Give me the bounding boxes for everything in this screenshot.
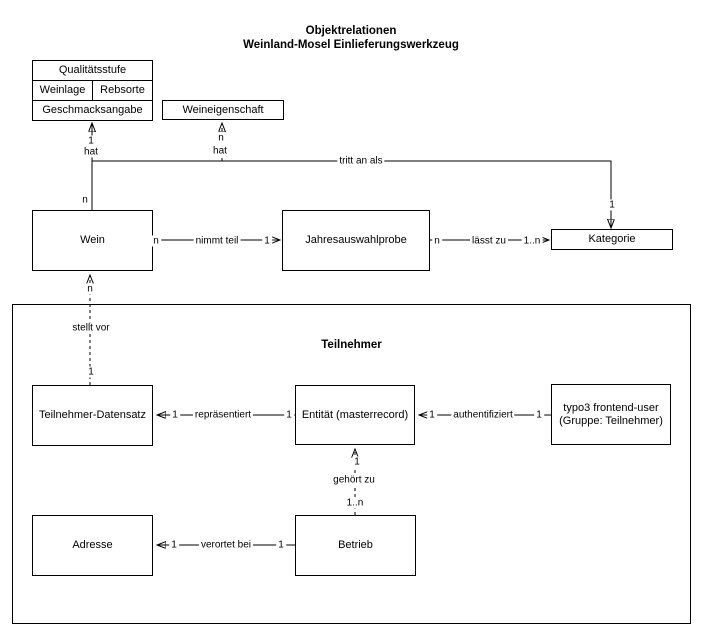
entity-typo3-frontend-user: typo3 frontend-user (Gruppe: Teilnehmer) — [551, 384, 671, 445]
diagram-title: Objektrelationen Weinland-Mosel Einliefe… — [0, 24, 702, 52]
edge-label-verortet-bei: verortet bei — [198, 539, 254, 551]
mult-repraesentiert-entitaet: 1 — [284, 409, 294, 421]
edge-label-hat-eigenschaft: hat — [211, 145, 229, 157]
entity-qualitaetsstufe-stack: Qualitätsstufe Weinlage Rebsorte Geschma… — [32, 60, 153, 121]
entity-jahresauswahlprobe: Jahresauswahlprobe — [282, 210, 430, 271]
entity-weinlage: Weinlage — [33, 81, 93, 100]
mult-stellt-vor-datensatz: 1 — [86, 366, 96, 378]
mult-laesst-zu-kategorie: 1..n — [521, 235, 543, 247]
container-teilnehmer-label: Teilnehmer — [321, 339, 382, 351]
entity-entitaet-masterrecord-label: Entität (masterrecord) — [301, 408, 409, 421]
edge-label-nimmt-teil: nimmt teil — [193, 235, 241, 247]
entity-weineigenschaft: Weineigenschaft — [162, 100, 284, 120]
diagram-title-line2: Weinland-Mosel Einlieferungswerkzeug — [243, 39, 459, 51]
entity-kategorie: Kategorie — [551, 229, 673, 250]
mult-nimmt-teil-wein: n — [151, 235, 161, 247]
entity-rebsorte: Rebsorte — [100, 84, 145, 96]
mult-gehoert-zu-entitaet: 1 — [352, 456, 362, 468]
edge-label-gehoert-zu: gehört zu — [331, 474, 377, 486]
entity-wein-label: Wein — [80, 234, 105, 246]
edge-label-tritt-an-als: tritt an als — [337, 155, 385, 167]
entity-entitaet-masterrecord: Entität (masterrecord) — [295, 385, 415, 445]
mult-authentifiziert-user: 1 — [534, 409, 544, 421]
mult-hat-qualitaet-wein: n — [80, 194, 90, 206]
edge-label-authentifiziert: authentifiziert — [451, 409, 515, 421]
entity-kategorie-label: Kategorie — [588, 233, 636, 245]
mult-hat-qualitaet-ziel: 1 — [86, 135, 96, 147]
entity-typo3-frontend-user-line2: (Gruppe: Teilnehmer) — [559, 414, 663, 427]
edge-label-repraesentiert: repräsentiert — [192, 409, 254, 421]
entity-jahresauswahlprobe-label: Jahresauswahlprobe — [305, 234, 407, 246]
mult-hat-eigenschaft: n — [216, 132, 226, 144]
entity-typo3-frontend-user-line1: typo3 frontend-user — [563, 401, 659, 414]
entity-weineigenschaft-label: Weineigenschaft — [182, 103, 264, 116]
entity-wein: Wein — [32, 210, 153, 271]
mult-repraesentiert-datensatz: 1 — [170, 409, 180, 421]
mult-verortet-bei-betrieb: 1 — [276, 539, 286, 551]
container-teilnehmer — [12, 304, 691, 624]
mult-verortet-bei-adresse: 1 — [169, 539, 179, 551]
entity-betrieb-label: Betrieb — [338, 539, 373, 551]
entity-teilnehmer-datensatz-label: Teilnehmer-Datensatz — [39, 409, 146, 421]
mult-gehoert-zu-betrieb: 1..n — [344, 497, 366, 509]
mult-laesst-zu-probe: n — [432, 235, 442, 247]
entity-qualitaetsstufe: Qualitätsstufe — [58, 64, 127, 76]
entity-teilnehmer-datensatz: Teilnehmer-Datensatz — [32, 385, 153, 446]
entity-betrieb: Betrieb — [295, 515, 416, 576]
edge-label-hat-qualitaet: hat — [82, 146, 100, 158]
edge-label-stellt-vor: stellt vor — [70, 322, 112, 334]
entity-adresse: Adresse — [32, 515, 153, 576]
mult-tritt-an-als-kategorie: 1 — [607, 199, 617, 211]
edge-label-laesst-zu: lässt zu — [470, 235, 508, 247]
entity-adresse-label: Adresse — [72, 539, 113, 551]
mult-authentifiziert-entitaet: 1 — [427, 409, 437, 421]
entity-geschmacksangabe: Geschmacksangabe — [42, 104, 143, 116]
mult-nimmt-teil-probe: 1 — [262, 235, 272, 247]
diagram-title-line1: Objektrelationen — [305, 25, 397, 37]
mult-stellt-vor-wein: n — [85, 283, 95, 295]
